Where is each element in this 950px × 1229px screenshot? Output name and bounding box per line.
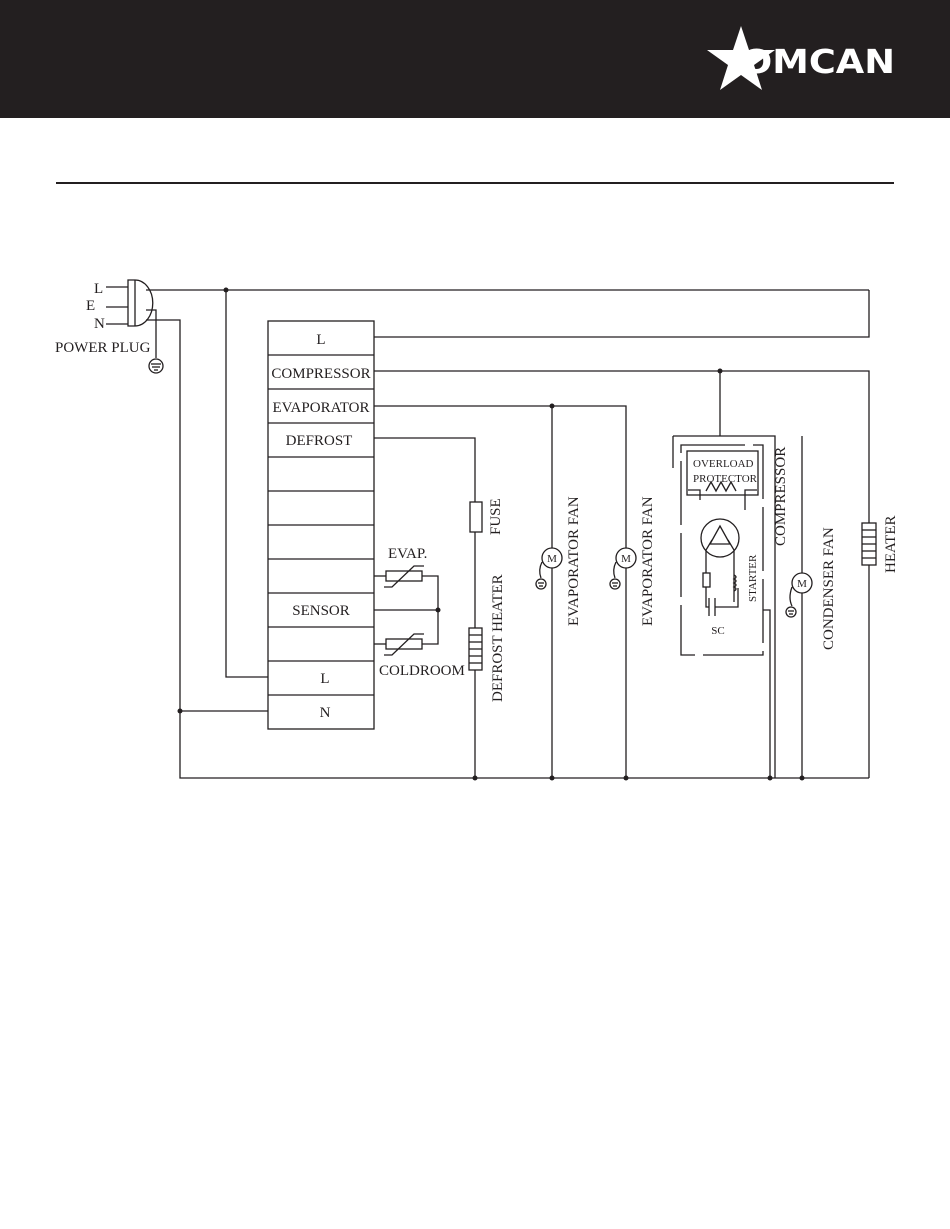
terminal-l-top: L — [316, 332, 325, 348]
power-plug-label: POWER PLUG — [55, 340, 151, 356]
plug-body-icon — [128, 280, 153, 326]
starter-label: STARTER — [747, 554, 759, 602]
ground-icon — [149, 359, 163, 373]
defrost-heater-label: DEFROST HEATER — [490, 574, 506, 702]
heater-label: HEATER — [883, 516, 899, 574]
plug-l-label: L — [94, 281, 103, 297]
compressor-assembly: OVERLOAD PROTECTOR SC STARTER COMPRESSOR — [681, 445, 789, 778]
evaporator-fan-2: M EVAPORATOR FAN — [610, 496, 656, 626]
evaporator-fan-1: M EVAPORATOR FAN — [536, 496, 582, 626]
ground-icon — [536, 579, 546, 589]
ground-icon — [610, 579, 620, 589]
ground-icon — [786, 607, 796, 617]
omcan-logo: OMCAN — [705, 24, 900, 96]
brand-name: OMCAN — [741, 42, 895, 81]
terminal-sensor: SENSOR — [292, 603, 350, 619]
sensor-probes: EVAP. COLDROOM — [374, 546, 465, 679]
terminal-compressor: COMPRESSOR — [271, 366, 370, 382]
terminal-evaporator: EVAPORATOR — [273, 400, 370, 416]
sc-label: SC — [711, 625, 724, 637]
wiring-diagram: L E N POWER PLUG — [0, 240, 950, 800]
condenser-fan-label: CONDENSER FAN — [821, 527, 837, 650]
coldroom-sensor-label: COLDROOM — [379, 663, 465, 679]
plug-n-label: N — [94, 316, 105, 332]
wiring — [146, 290, 869, 778]
svg-text:M: M — [547, 553, 557, 565]
evaporator-fan-2-label: EVAPORATOR FAN — [640, 496, 656, 626]
svg-text:M: M — [797, 578, 807, 590]
terminal-defrost: DEFROST — [286, 433, 353, 449]
protector-label: PROTECTOR — [693, 473, 758, 485]
terminal-n: N — [320, 705, 331, 721]
section-divider — [56, 182, 894, 184]
terminal-block: L COMPRESSOR EVAPORATOR DEFROST SENSOR L… — [268, 321, 374, 729]
header-bar: OMCAN — [0, 0, 950, 118]
fuse-label: FUSE — [488, 498, 504, 535]
fuse: FUSE — [470, 498, 504, 535]
svg-text:M: M — [621, 553, 631, 565]
evap-sensor-label: EVAP. — [388, 546, 427, 562]
condenser-fan: M CONDENSER FAN — [786, 527, 837, 650]
heater: HEATER — [862, 516, 899, 574]
plug-e-label: E — [86, 298, 95, 314]
terminal-l-bottom: L — [320, 671, 329, 687]
evaporator-fan-1-label: EVAPORATOR FAN — [566, 496, 582, 626]
compressor-label: COMPRESSOR — [773, 447, 789, 546]
overload-label: OVERLOAD — [693, 458, 754, 470]
power-plug: L E N POWER PLUG — [55, 280, 163, 373]
